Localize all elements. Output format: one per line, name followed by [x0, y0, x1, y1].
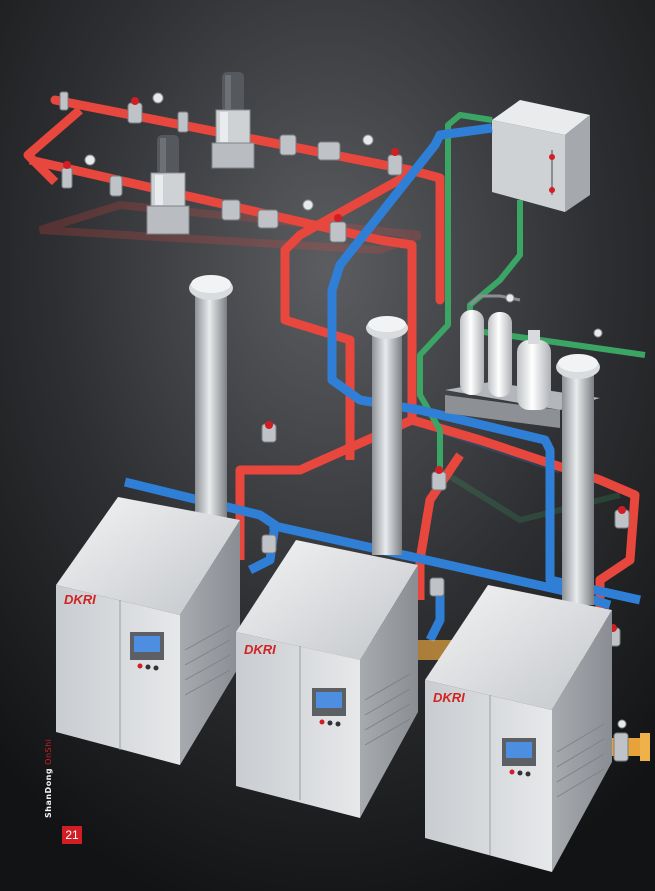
gas-supply-pipe	[417, 112, 493, 470]
chimney-right	[556, 354, 600, 605]
chimney-left	[189, 275, 233, 520]
hot-pipe-loop-left	[23, 106, 83, 186]
hot-pipe-mid-loop	[280, 171, 411, 460]
pump-front	[146, 135, 190, 235]
hot-pipe-right	[410, 415, 640, 640]
water-treatment-unit	[445, 293, 603, 428]
boiler-unit-2: DKRI	[236, 540, 418, 818]
unit-logo-3: DKRI	[433, 690, 465, 705]
side-brand-primary: ShanDong	[44, 767, 53, 818]
boiler-unit-1: DKRI	[56, 497, 240, 765]
page-number: 21	[62, 826, 82, 844]
side-brand-secondary: OnShi	[44, 738, 53, 765]
boiler-unit-3: DKRI	[425, 585, 612, 872]
unit-logo-2: DKRI	[244, 642, 276, 657]
control-cabinet	[492, 100, 590, 212]
pump-back	[211, 72, 255, 169]
side-brand-text: ShanDong OnShi	[44, 739, 53, 818]
chimney-middle	[366, 316, 408, 555]
unit-logo-1: DKRI	[64, 592, 96, 607]
cold-pipe-main	[327, 123, 641, 605]
